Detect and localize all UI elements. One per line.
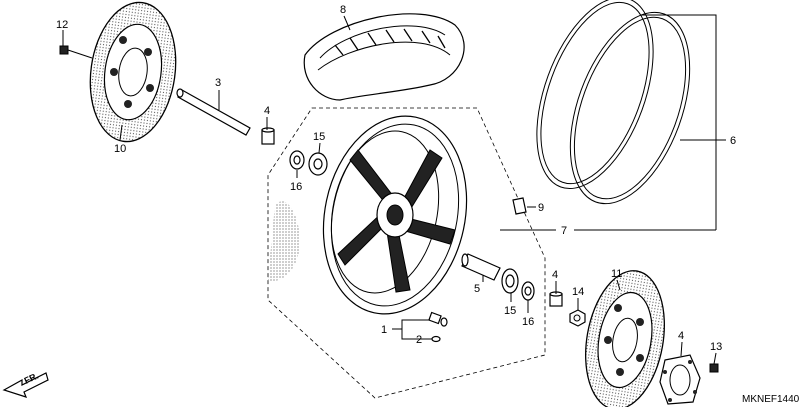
front-direction-arrow	[2, 372, 49, 398]
callout-15-lower: 15	[504, 305, 516, 317]
callout-4-lower: 4	[552, 269, 558, 281]
assembly-boundary	[267, 107, 546, 399]
distance-collar	[461, 253, 501, 281]
callout-11: 10	[114, 143, 126, 155]
callout-6: 5	[474, 283, 480, 295]
pulser-ring	[659, 354, 701, 405]
callout-16: 16	[290, 181, 302, 193]
callout-13: 12	[56, 19, 68, 31]
rim-band	[536, 0, 691, 205]
bearing-upper	[308, 152, 328, 176]
bearing-lower	[501, 268, 519, 294]
axle-nut	[569, 309, 586, 327]
valve-stem	[428, 311, 448, 327]
disc-bolt	[59, 45, 93, 59]
callout-13-lower: 13	[710, 341, 722, 353]
callout-2: 2	[416, 334, 422, 346]
callout-7: 6	[730, 135, 736, 147]
collar-lower	[549, 291, 563, 307]
callout-14: 14	[572, 286, 584, 298]
wheel	[268, 115, 468, 315]
callout-3: 3	[215, 77, 221, 89]
callout-1: 1	[381, 324, 387, 336]
right-brake-disc	[585, 270, 665, 407]
axle	[176, 88, 251, 136]
valve-cap	[431, 335, 441, 343]
callout-8: 7	[561, 225, 567, 237]
seal-lower	[521, 281, 535, 301]
callout-15: 15	[313, 131, 325, 143]
tire	[303, 13, 465, 101]
callout-12: 11	[611, 268, 622, 280]
collar-upper	[261, 127, 275, 145]
callout-4: 4	[264, 105, 270, 117]
drawing-code: MKNEF1440	[742, 394, 800, 405]
callout-16-lower: 16	[522, 316, 534, 328]
disc-bolt-lower	[709, 363, 719, 373]
leader-lines	[62, 14, 726, 365]
seal-upper	[289, 150, 305, 170]
callout-10: 9	[538, 202, 544, 214]
callout-9: 8	[340, 4, 346, 16]
left-brake-disc	[89, 1, 177, 143]
callout-5: 4	[678, 330, 684, 342]
balance-weight	[512, 197, 527, 215]
